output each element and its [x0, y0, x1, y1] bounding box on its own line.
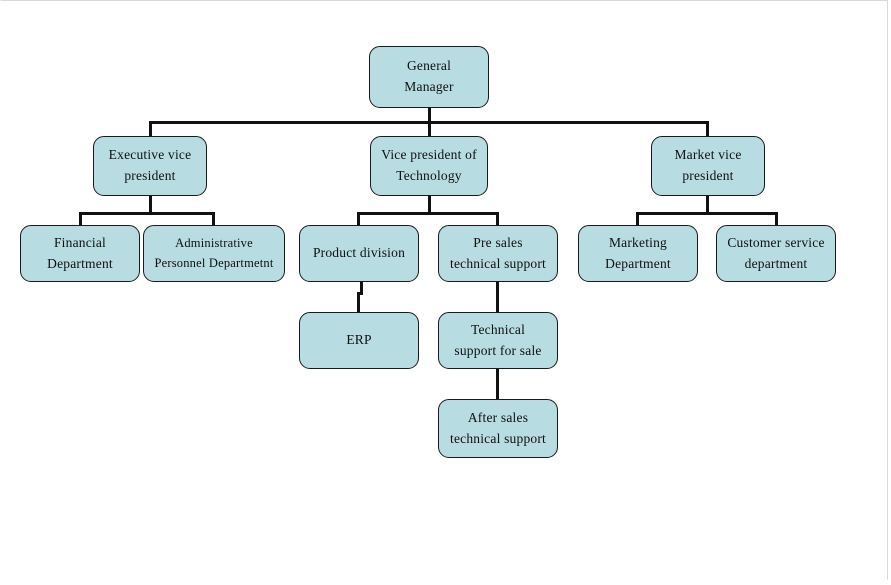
node-label-line: technical support — [450, 430, 546, 446]
node-general-manager[interactable]: General Manager — [369, 46, 489, 108]
node-label-line: ERP — [346, 332, 372, 348]
connector-bus-to-executive-vp — [149, 121, 152, 139]
node-technical-support-for-sale[interactable]: Technical support for sale — [438, 312, 558, 369]
connector-gm-to-vp-technology — [428, 121, 431, 139]
connector-product-division-to-erp-jog — [357, 292, 363, 295]
connector-to-pre-sales-technical-support — [496, 212, 499, 228]
node-label-line: Department — [605, 255, 671, 271]
node-label-line: Financial — [53, 234, 107, 250]
connector-executive-vp-stem — [149, 196, 152, 215]
node-label-line: Department — [47, 255, 113, 271]
connector-product-division-to-erp-upper — [360, 282, 363, 294]
node-financial-department[interactable]: Financial Department — [20, 225, 140, 282]
connector-product-division-to-erp-lower — [357, 292, 360, 314]
node-label-line: Technical — [470, 321, 526, 337]
node-product-division[interactable]: Product division — [299, 225, 419, 282]
node-label-line: Technology — [396, 168, 462, 183]
node-erp[interactable]: ERP — [299, 312, 419, 369]
node-label-line: Product division — [312, 245, 406, 261]
node-customer-service-department[interactable]: Customer service department — [716, 225, 836, 282]
node-label-line: technical support — [450, 255, 546, 271]
node-label-line: Administrative — [175, 236, 253, 251]
node-administrative-personnel-department[interactable]: Administrative Personnel Departmetnt — [143, 225, 285, 282]
node-executive-vice-president[interactable]: Executive vice president — [93, 136, 207, 196]
connector-to-product-division — [357, 212, 360, 228]
connector-to-customer-service-department — [775, 212, 778, 228]
node-label-line: support for sale — [454, 342, 542, 358]
connector-pre-sales-to-technical-support — [496, 282, 499, 314]
connector-market-vp-stem — [706, 196, 709, 215]
node-label-line: president — [124, 168, 176, 183]
node-pre-sales-technical-support[interactable]: Pre sales technical support — [438, 225, 558, 282]
connector-bus-to-market-vp — [706, 121, 709, 139]
node-label-line: Vice president of — [381, 147, 477, 163]
connector-technical-support-to-after-sales — [496, 369, 499, 401]
connector-executive-vp-bus — [79, 212, 215, 215]
node-after-sales-technical-support[interactable]: After sales technical support — [438, 399, 558, 458]
connector-gm-stem — [428, 108, 431, 124]
connector-vp-technology-stem — [428, 196, 431, 215]
node-market-vice-president[interactable]: Market vice president — [651, 136, 765, 196]
node-label-line: Market vice — [674, 147, 742, 163]
node-label-line: Personnel Departmetnt — [154, 255, 274, 270]
node-label-line: department — [744, 255, 808, 271]
node-label-line: Manager — [404, 79, 454, 94]
node-marketing-department[interactable]: Marketing Department — [578, 225, 698, 282]
connector-to-marketing-department — [636, 212, 639, 228]
node-label-line: Executive vice — [108, 147, 192, 163]
connector-vp-technology-bus — [357, 212, 499, 215]
connector-market-vp-bus — [636, 212, 778, 215]
node-vice-president-of-technology[interactable]: Vice president of Technology — [370, 136, 488, 196]
node-label-line: Pre sales — [473, 234, 523, 250]
node-label-line: After sales — [467, 409, 529, 425]
node-label-line: president — [682, 168, 734, 183]
connector-to-administrative-personnel-department — [212, 212, 215, 228]
connector-to-financial-department — [79, 212, 82, 228]
node-label-line: Marketing — [608, 234, 668, 250]
node-label-line: General — [406, 58, 452, 74]
node-label-line: Customer service — [727, 234, 825, 250]
